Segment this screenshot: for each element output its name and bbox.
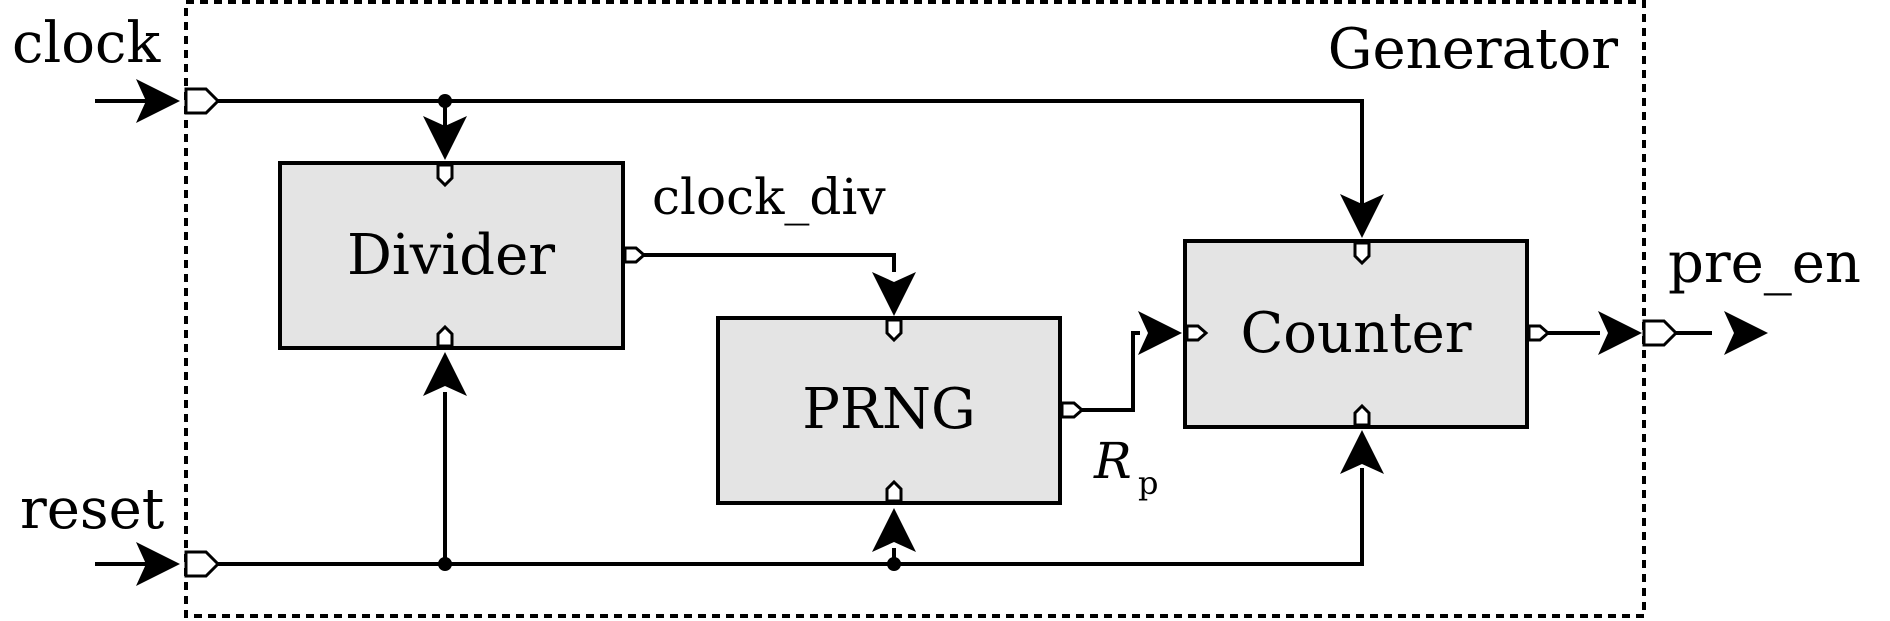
- clock-input-arrow: [136, 79, 180, 123]
- prng-reset-arrow: [872, 508, 916, 552]
- reset-port: [184, 550, 221, 578]
- rp-wire: [1082, 331, 1140, 412]
- counter-rp-arrow: [1138, 311, 1182, 355]
- generator-title: Generator: [1328, 17, 1618, 82]
- prng-label: PRNG: [802, 377, 976, 442]
- pre-en-output-label: pre_en: [1668, 231, 1861, 296]
- prng-out-pin: [1060, 401, 1085, 419]
- prng-clock-arrow: [872, 272, 916, 316]
- clock-input-label: clock: [12, 11, 161, 76]
- counter-reset-arrow: [1340, 430, 1384, 474]
- prng-clock-pin: [885, 318, 903, 343]
- counter-output-arrow: [1598, 311, 1642, 355]
- divider-out-pin: [623, 246, 647, 264]
- prng-reset-pin: [885, 479, 903, 503]
- clock-bus-wire: [218, 99, 1364, 205]
- reset-bus-wire: [218, 468, 1364, 566]
- counter-reset-pin: [1353, 403, 1371, 427]
- rp-label: R: [1093, 432, 1132, 490]
- counter-label: Counter: [1240, 301, 1471, 366]
- divider-clock-pin: [436, 163, 454, 188]
- clock-div-wire: [644, 253, 896, 272]
- divider-block: [278, 161, 625, 350]
- divider-reset-arrow: [423, 352, 467, 396]
- clock-div-label: clock_div: [652, 168, 886, 226]
- counter-clock-arrow: [1340, 194, 1384, 238]
- clock-junction-dot: [438, 94, 452, 108]
- reset-prng-junction-dot: [887, 557, 901, 571]
- counter-clock-pin: [1353, 241, 1371, 266]
- divider-reset-pin: [436, 324, 454, 348]
- prng-block: [716, 316, 1062, 505]
- counter-in-pin: [1185, 324, 1209, 342]
- rp-subscript: p: [1138, 464, 1158, 502]
- divider-clock-arrow: [423, 116, 467, 160]
- counter-block: [1183, 239, 1529, 429]
- reset-junction-dot: [438, 557, 452, 571]
- clock-port: [184, 87, 221, 115]
- reset-input-label: reset: [20, 477, 165, 542]
- pre-en-output-arrow: [1724, 311, 1768, 355]
- reset-input-arrow: [136, 542, 180, 586]
- generator-boundary: [184, 0, 1646, 618]
- divider-label: Divider: [347, 223, 555, 288]
- counter-out-pin: [1527, 324, 1551, 342]
- pre-en-port: [1642, 319, 1679, 347]
